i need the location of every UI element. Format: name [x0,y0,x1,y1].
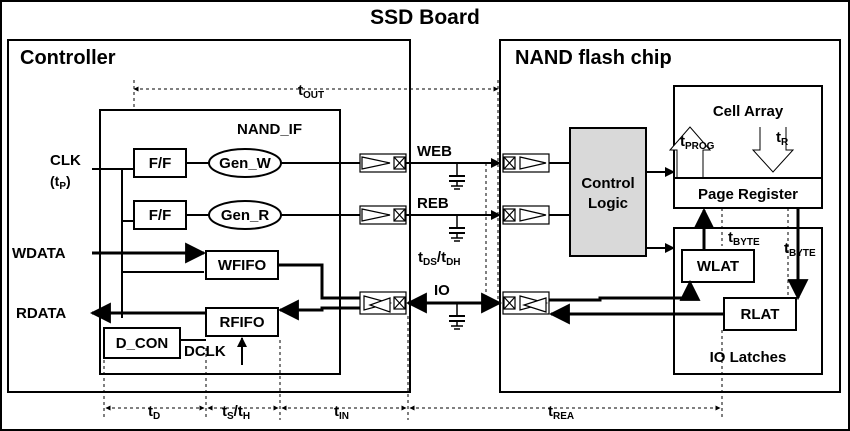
web-tx-buffer [359,153,407,173]
d-con-block [103,327,181,359]
ff-top [133,148,187,178]
rlat-label: RLAT [741,306,780,323]
tbyte1-label: tBYTE [728,229,760,248]
page-register-label: Page Register [698,186,798,203]
reb-rx-buffer [502,205,550,225]
reb-load-capacitor [449,215,465,242]
nand-chip-title: NAND flash chip [515,47,672,69]
io-to-wlat [549,279,701,302]
clk-label: CLK [50,152,81,169]
rdata-label: RDATA [16,305,66,322]
td-label: tD [148,403,160,422]
tprog-arrow [668,126,712,178]
web-label: WEB [417,143,452,160]
io-ctrl-transceiver [359,291,407,315]
wfifo-to-io [278,263,360,300]
wlat-label: WLAT [697,258,739,275]
ff-top-label: F/F [149,155,172,172]
ff-bottom [133,200,187,230]
tprog-label: tPROG [680,133,715,152]
ts-th-label: tS/tH [222,403,250,422]
io-label: IO [434,282,450,299]
rfifo-block [205,307,279,337]
web-rx-buffer [502,153,550,173]
reb-label: REB [417,195,449,212]
tin-label: tIN [334,403,349,422]
gen-r-label: Gen_R [221,207,270,224]
nand-if-label: NAND_IF [237,121,302,138]
control-logic-line2: Logic [588,195,628,212]
rfifo-label: RFIFO [220,314,265,331]
io-latches-label: IO Latches [710,349,787,366]
cell-array-label: Cell Array [713,103,784,120]
clk-period-label: (tP) [50,173,71,192]
io-load-capacitor [449,303,465,330]
ff-bottom-label: F/F [149,207,172,224]
io-nand-transceiver [502,291,550,315]
trea-label: tREA [548,403,574,422]
dclk-label: DCLK [184,343,226,360]
io-to-rfifo [277,299,360,321]
control-logic-line1: Control [581,175,634,192]
gen-w-label: Gen_W [219,155,272,172]
tout-label: tOUT [298,82,324,101]
tbyte2-label: tBYTE [784,240,816,259]
tr-arrow [751,127,795,173]
control-logic-block [569,127,647,257]
reb-tx-buffer [359,205,407,225]
tds-tdh-label: tDS/tDH [418,249,461,268]
web-load-capacitor [449,163,465,190]
controller-title: Controller [20,47,116,69]
wlat-block [681,249,755,283]
board-title: SSD Board [370,6,480,29]
wdata-label: WDATA [12,245,66,262]
tr-label: tR [776,129,789,148]
d-con-label: D_CON [116,335,169,352]
page-register-block [673,177,823,209]
wfifo-label: WFIFO [218,257,267,274]
